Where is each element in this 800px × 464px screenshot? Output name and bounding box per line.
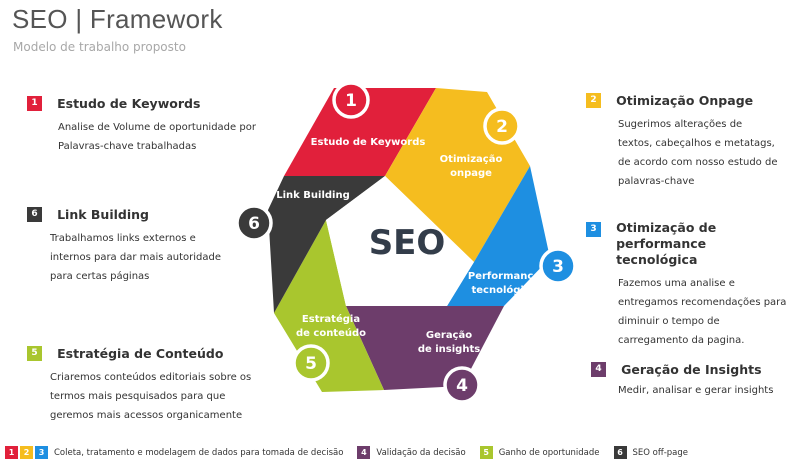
segment-3	[447, 166, 550, 306]
step-badge-1: 1	[27, 96, 42, 111]
step-badge-3: 3	[586, 222, 601, 237]
legend-label-offpage: SEO off-page	[632, 447, 689, 458]
step-desc-6: Trabalhamos links externos e internos pa…	[50, 233, 222, 282]
step-title-5: Estratégia de Conteúdo	[57, 346, 224, 361]
segment-label-2b: onpage	[450, 168, 492, 179]
number-circle-label-1: 1	[345, 91, 357, 111]
step-title-4: Geração de Insights	[621, 362, 762, 377]
segment-label-3b: tecnológica	[471, 284, 536, 296]
segment-6	[268, 176, 385, 313]
legend-badge-6: 6	[613, 446, 627, 459]
segment-label-1: Estudo de Keywords	[311, 137, 426, 148]
legend-label-data: Coleta, tratamento e modelagem de dados …	[54, 447, 344, 458]
segment-label-5a: Estratégia	[302, 313, 360, 325]
step-3: 3 Otimização de performance tecnológica …	[586, 220, 796, 350]
step-6: 6 Link Building Trabalhamos links extern…	[27, 204, 267, 286]
number-circle-label-3: 3	[552, 257, 564, 277]
legend-badge-5: 5	[479, 446, 493, 459]
legend-label-validation: Validação da decisão	[376, 447, 466, 458]
step-desc-5: Criaremos conteúdos editoriais sobre os …	[50, 372, 252, 421]
inner-hexagon	[326, 176, 474, 306]
step-title-1: Estudo de Keywords	[57, 96, 201, 111]
legend-badge-4: 4	[357, 446, 371, 459]
center-label: SEO	[369, 223, 446, 263]
legend-badge-2: 2	[20, 446, 33, 459]
number-circle-5	[292, 344, 330, 382]
step-badge-6: 6	[27, 207, 42, 222]
number-circle-4	[443, 366, 481, 404]
step-badge-2: 2	[586, 93, 601, 108]
step-5: 5 Estratégia de Conteúdo Criaremos conte…	[27, 343, 267, 425]
step-title-6: Link Building	[57, 207, 149, 222]
legend-badge-3: 3	[35, 446, 48, 459]
segment-label-4b: de insights	[418, 344, 480, 355]
step-desc-2: Sugerimos alterações de textos, cabeçalh…	[618, 119, 778, 187]
page-subtitle: Modelo de trabalho proposto	[13, 40, 186, 54]
segment-label-6: Link Building	[276, 190, 350, 201]
step-title-2: Otimização Onpage	[616, 93, 754, 108]
legend-badge-1: 1	[5, 446, 18, 459]
segment-label-3a: Performance	[468, 271, 540, 282]
legend-label-opportunity: Ganho de oportunidade	[498, 447, 600, 458]
segment-label-2a: Otimização	[440, 154, 503, 165]
step-title-3: Otimização de performance tecnológica	[616, 220, 717, 267]
segment-label-5b: de conteúdo	[296, 327, 366, 339]
number-circle-1	[332, 81, 370, 119]
step-badge-4: 4	[591, 362, 606, 377]
page-title: SEO | Framework	[12, 4, 223, 34]
step-desc-4: Medir, analisar e gerar insights	[618, 385, 774, 396]
number-circle-label-6: 6	[248, 214, 260, 234]
segment-1	[284, 88, 436, 176]
number-circle-label-5: 5	[305, 354, 317, 374]
step-desc-1: Analise de Volume de oportunidade por Pa…	[58, 122, 256, 152]
number-circle-label-4: 4	[456, 376, 468, 396]
number-circle-6	[235, 204, 273, 242]
segment-label-4a: Geração	[426, 330, 472, 341]
step-4: 4 Geração de Insights Medir, analisar e …	[591, 359, 791, 400]
step-2: 2 Otimização Onpage Sugerimos alterações…	[586, 90, 786, 191]
number-circle-label-2: 2	[496, 117, 508, 137]
number-circle-3	[539, 247, 577, 285]
step-badge-5: 5	[27, 346, 42, 361]
number-circle-2	[483, 107, 521, 145]
step-desc-3: Fazemos uma analise e entregamos recomen…	[618, 278, 787, 346]
step-1: 1 Estudo de Keywords Analise de Volume d…	[27, 93, 267, 156]
